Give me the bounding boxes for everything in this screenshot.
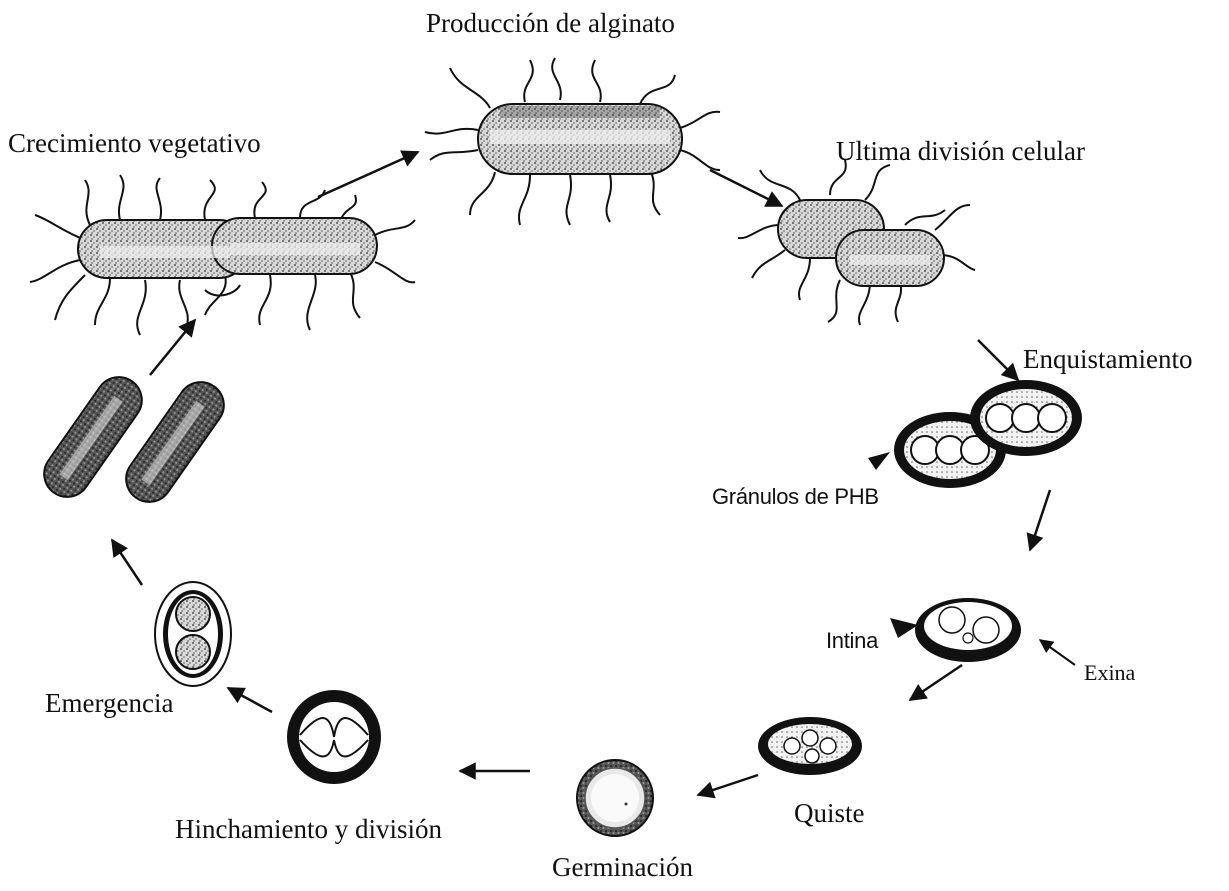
germinating-cyst [577, 760, 653, 836]
alginate-cell [425, 58, 720, 225]
phb-pointer [868, 452, 890, 470]
label-encystment: Enquistamiento [1023, 344, 1192, 375]
arrow-emergence-to-rods [112, 540, 142, 585]
swelling-cell [287, 690, 381, 784]
label-vegetative: Crecimiento vegetativo [8, 128, 261, 159]
emergence-cell [155, 582, 231, 686]
label-last-division: Ultima división celular [836, 136, 1085, 167]
arrow-intina-to-cyst [910, 665, 962, 700]
arrow-alginate-to-division [710, 170, 782, 206]
arrow-swelling-to-emergence [228, 688, 272, 712]
arrow-vegetative-to-alginate [318, 152, 418, 197]
label-alginate: Producción de alginato [426, 8, 675, 39]
intina-pointer [890, 618, 918, 638]
label-cyst: Quiste [794, 798, 865, 829]
label-intina: Intina [826, 628, 878, 654]
exine-intine-cell [890, 598, 1075, 665]
label-exina: Exina [1084, 660, 1135, 686]
cyst [758, 717, 862, 775]
label-phb-granules: Gránulos de PHB [712, 484, 879, 510]
label-swelling-division: Hinchamiento y división [175, 814, 442, 845]
label-germination: Germinación [552, 852, 693, 883]
vegetative-cells [30, 175, 415, 335]
encysting-cells [868, 380, 1082, 488]
arrow-encystment-to-intina [1030, 490, 1050, 550]
dividing-cells [738, 160, 975, 325]
arrow-cyst-to-germination [698, 775, 758, 795]
exina-pointer [1040, 640, 1075, 665]
arrow-rods-to-vegetative [150, 320, 195, 375]
label-emergence: Emergencia [45, 688, 173, 719]
arrow-division-to-encystment [978, 340, 1018, 380]
released-rods [35, 368, 233, 511]
